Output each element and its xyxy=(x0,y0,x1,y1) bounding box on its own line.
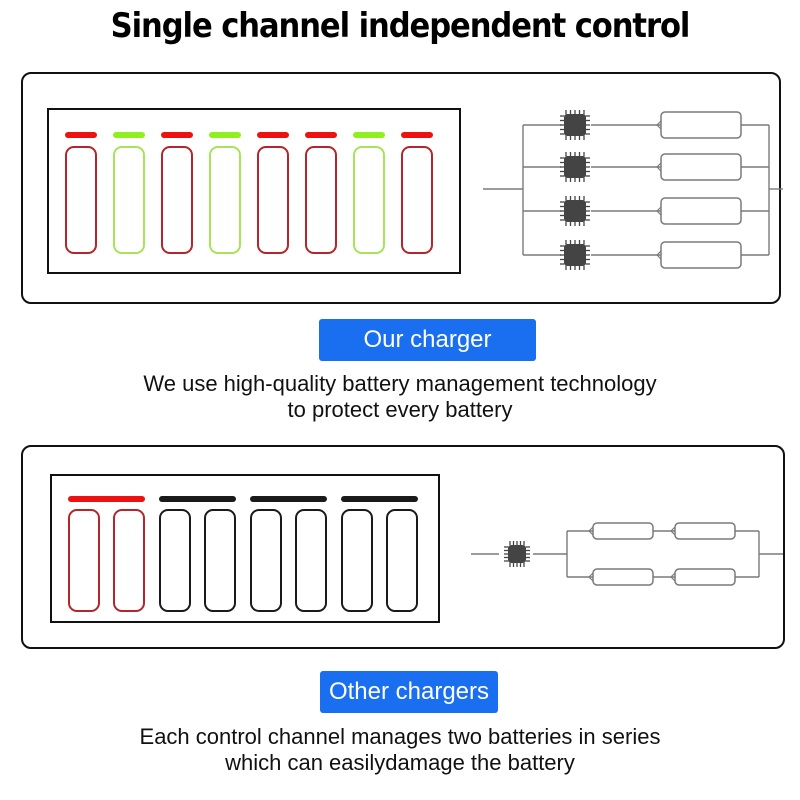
battery-terminal xyxy=(656,162,662,172)
our-charger-badge: Our charger xyxy=(319,319,536,361)
status-indicator-bar xyxy=(113,132,145,138)
other-chargers-description: Each control channel manages two batteri… xyxy=(0,724,800,776)
battery-slot xyxy=(209,146,241,254)
battery-terminal xyxy=(670,526,676,536)
chip-icon xyxy=(560,240,590,270)
battery-slot xyxy=(65,146,97,254)
battery-slot xyxy=(386,509,418,612)
battery-cell xyxy=(660,197,742,225)
independent-circuit-diagram xyxy=(483,110,783,270)
description-line: which can easilydamage the battery xyxy=(225,750,575,775)
status-indicator-bar xyxy=(65,132,97,138)
battery-slot xyxy=(113,509,145,612)
status-indicator-bar xyxy=(209,132,241,138)
battery-slot xyxy=(68,509,100,612)
other-chargers-panel xyxy=(21,445,785,649)
our-charger-panel xyxy=(21,72,783,304)
battery-terminal xyxy=(670,572,676,582)
battery-slot xyxy=(353,146,385,254)
battery-terminal xyxy=(588,572,594,582)
battery-slot xyxy=(295,509,327,612)
battery-slot xyxy=(204,509,236,612)
status-indicator-bar xyxy=(353,132,385,138)
battery-cell xyxy=(660,241,742,269)
chip-icon xyxy=(560,110,590,140)
battery-slot xyxy=(401,146,433,254)
battery-terminal xyxy=(656,120,662,130)
chip-body xyxy=(564,156,586,178)
description-line: We use high-quality battery management t… xyxy=(143,371,657,396)
status-indicator-bar xyxy=(401,132,433,138)
battery-cell xyxy=(674,522,736,540)
battery-cell xyxy=(660,153,742,181)
description-line: Each control channel manages two batteri… xyxy=(139,724,661,749)
status-indicator-bar xyxy=(257,132,289,138)
channel-indicator-bar xyxy=(341,496,418,502)
battery-slot xyxy=(257,146,289,254)
status-indicator-bar xyxy=(161,132,193,138)
battery-cell xyxy=(660,111,742,139)
battery-cell xyxy=(674,568,736,586)
series-circuit-diagram xyxy=(471,522,783,586)
battery-terminal xyxy=(656,250,662,260)
page-title: Single channel independent control xyxy=(110,6,691,46)
description-line: to protect every battery xyxy=(287,397,513,422)
battery-slot xyxy=(250,509,282,612)
chip-body xyxy=(508,545,526,563)
other-chargers-badge: Other chargers xyxy=(320,671,498,713)
our-charger-description: We use high-quality battery management t… xyxy=(0,371,800,423)
chip-icon xyxy=(560,196,590,226)
chip-body xyxy=(564,114,586,136)
status-indicator-bar xyxy=(305,132,337,138)
charger-slot-bay xyxy=(50,474,440,623)
battery-slot xyxy=(113,146,145,254)
charger-slot-bay xyxy=(47,108,461,274)
battery-cell xyxy=(592,522,654,540)
chip-icon xyxy=(560,152,590,182)
chip-body xyxy=(564,244,586,266)
channel-indicator-bar xyxy=(68,496,145,502)
channel-indicator-bar xyxy=(159,496,236,502)
battery-cell xyxy=(592,568,654,586)
battery-slot xyxy=(159,509,191,612)
battery-terminal xyxy=(588,526,594,536)
battery-slot xyxy=(161,146,193,254)
channel-indicator-bar xyxy=(250,496,327,502)
battery-terminal xyxy=(656,206,662,216)
chip-icon xyxy=(504,541,530,567)
battery-slot xyxy=(341,509,373,612)
battery-slot xyxy=(305,146,337,254)
chip-body xyxy=(564,200,586,222)
